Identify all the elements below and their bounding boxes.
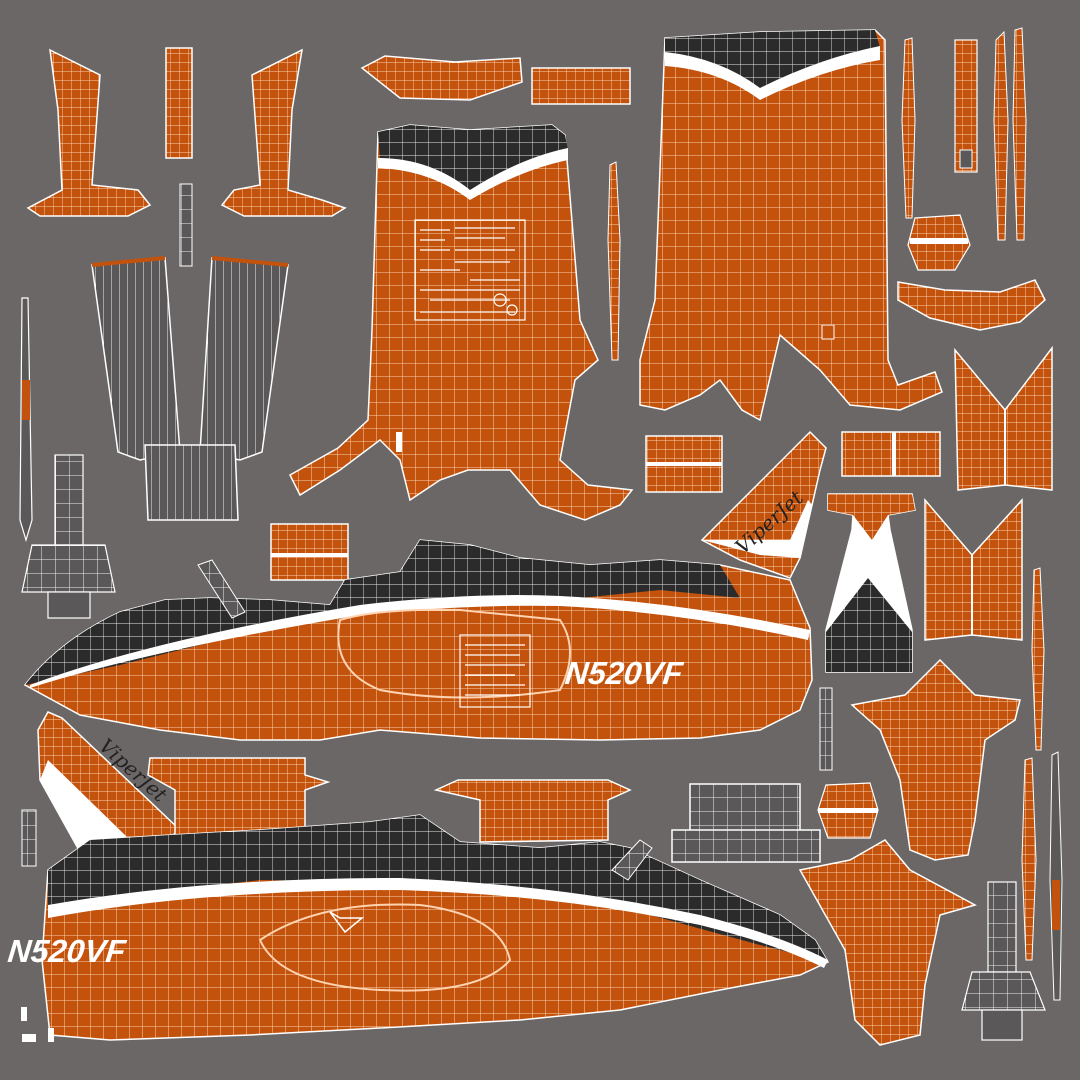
uv-island-nozzle [825,493,916,673]
uv-island-strip-gray-left [21,809,37,867]
uv-island-wheel-cover [907,214,971,271]
uv-island-wing-upper-right [639,29,943,422]
uv-island-fuselage-lower: N520VF [6,814,830,1041]
uv-island-canopy-frame [360,55,523,101]
decal-stencil-block [414,219,526,321]
uv-island-panel-top [531,67,631,105]
uv-island-wing-upper-left [289,124,634,521]
uv-island-gear-door-gray [671,783,821,863]
uv-island-tiny-parts [21,1007,54,1042]
uv-island-tail-left: ViperJet [37,711,182,853]
uv-island-tail-right: ViperJet [700,430,827,579]
uv-island-hatch-3 [270,523,349,581]
uv-island-slender-parts [607,27,1027,361]
uv-island-wing-lower-right-1 [850,658,1021,861]
uv-island-small-gray [179,183,193,267]
uv-island-wheel-cover-2 [817,782,879,839]
decal-stencil-block-fuselage [459,634,531,708]
uv-island-panel-lower-2 [433,779,632,843]
uv-island-wing-lower-right-2 [798,839,977,1046]
uv-island-flap-right-mid [924,497,1023,641]
uv-island-fin-left [26,48,152,217]
uv-island-fuselage-upper: N520VF [23,539,813,741]
uv-island-gear-bay-right [961,881,1046,1041]
uv-island-small-gray-2 [819,687,833,771]
uv-island-flap-right-top [954,345,1053,491]
uv-island-fin-right [220,48,347,217]
uv-island-slender-right [1031,567,1045,751]
uv-island-strip-top [165,47,193,159]
registration-lower: N520VF [6,933,129,969]
uv-island-slender-bottom-right [1021,751,1063,1001]
uv-island-fairing-right [897,279,1046,331]
uv-island-small-white [396,432,402,452]
uv-island-panel-lower-1 [147,757,331,843]
uv-island-hatch-2 [841,431,941,477]
registration-upper: N520VF [563,655,686,691]
uv-island-intake-ducts [91,256,289,521]
uv-island-hatch-1 [645,435,723,493]
uv-island-gear-bay-left [21,454,116,619]
uv-island-antenna-left [19,297,33,543]
